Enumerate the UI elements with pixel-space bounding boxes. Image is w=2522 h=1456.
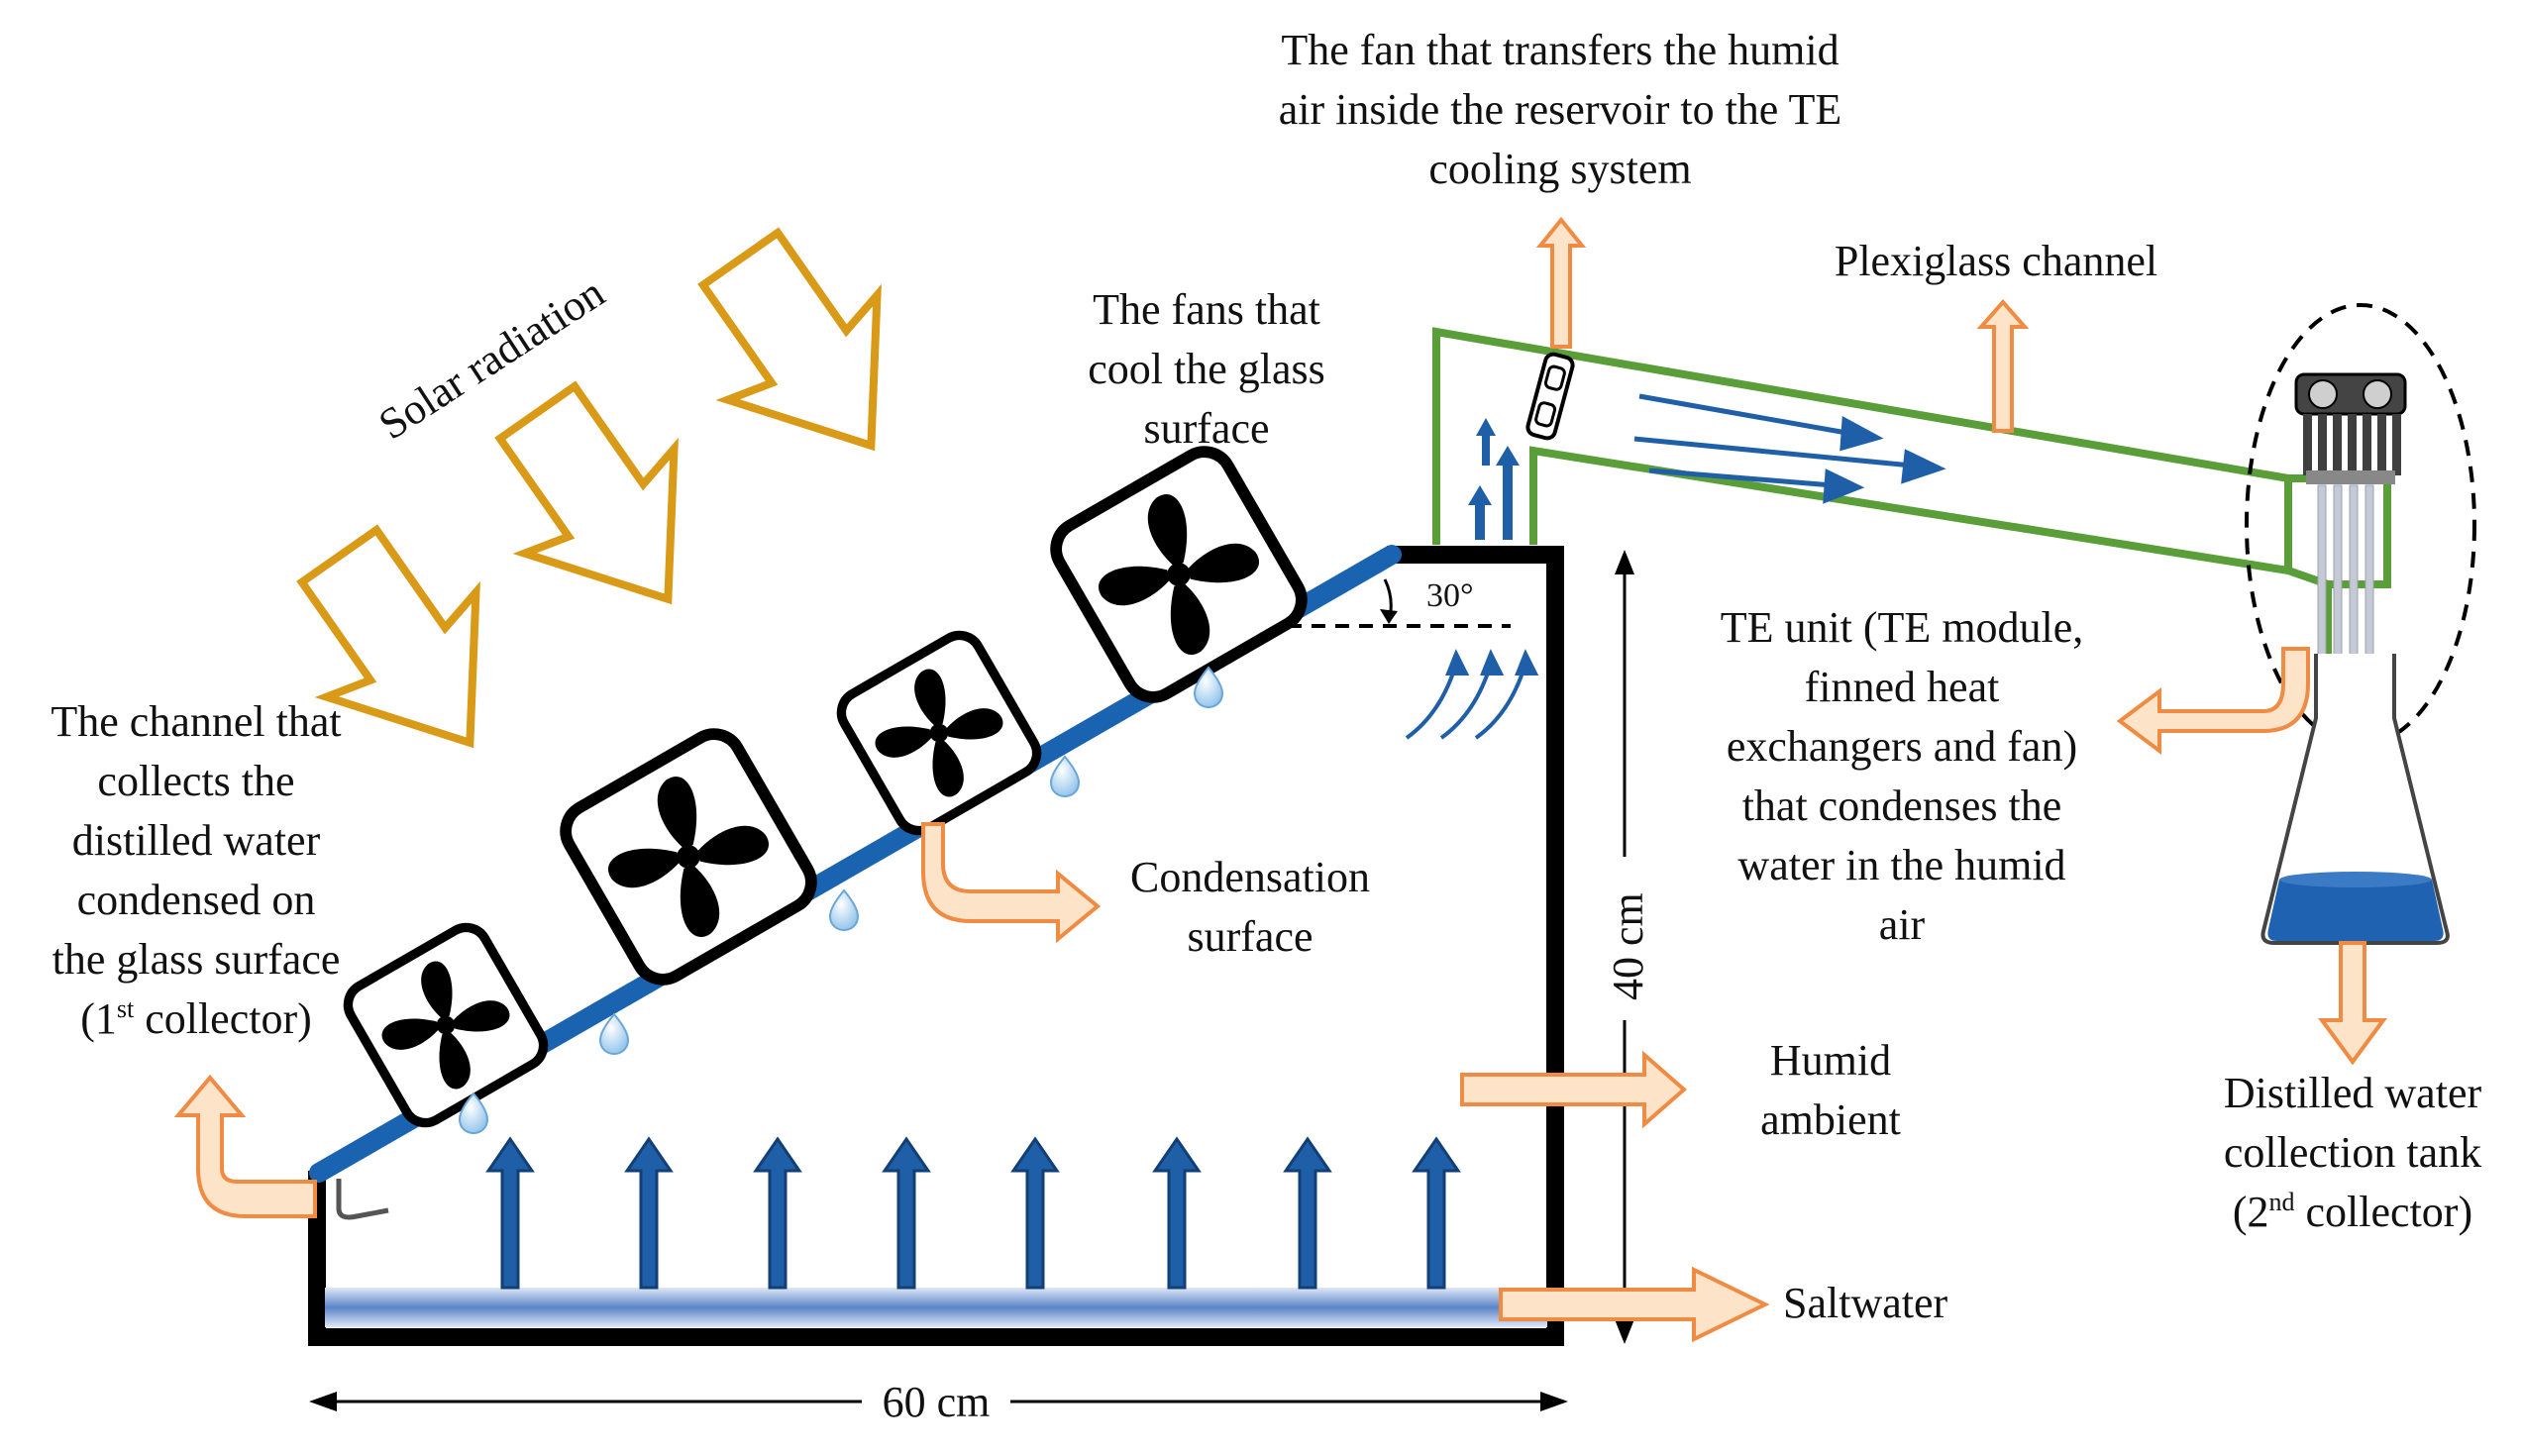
label-distilled-tank: Distilled water collection tank (2nd col… xyxy=(2224,1069,2482,1236)
humid-ambient-label-line-1: Humid xyxy=(1770,1036,1891,1085)
label-fans-cool: The fans that cool the glass surface xyxy=(1088,285,1325,453)
fans-cool-label-line-3: surface xyxy=(1143,404,1269,453)
angle-label: 30° xyxy=(1426,577,1474,614)
tank-label-line-3: (2nd collector) xyxy=(2233,1188,2472,1236)
te-unit xyxy=(2245,303,2476,747)
channel-flow-arrows xyxy=(1633,393,1946,504)
label-channel-collect: The channel that collects the distilled … xyxy=(51,697,341,1043)
fan-transfer-label-line-1: The fan that transfers the humid xyxy=(1281,26,1839,74)
humid-ambient-pointer xyxy=(1460,1050,1688,1129)
label-humid-ambient: Humid ambient xyxy=(1760,1036,1901,1144)
saltwater-label: Saltwater xyxy=(1783,1279,1948,1327)
cooling-fan xyxy=(833,627,1044,838)
te-unit-label-line-2: finned heat xyxy=(1805,663,2000,711)
humid-ambient-label-line-2: ambient xyxy=(1760,1095,1901,1144)
humid-air-flow-icon xyxy=(1405,649,1539,740)
tank-label-line-1: Distilled water xyxy=(2224,1069,2482,1117)
condensation-label-line-2: surface xyxy=(1187,912,1313,961)
angle-indicator: 30° xyxy=(1288,577,1511,628)
label-condensation: Condensation surface xyxy=(1130,853,1370,961)
te-unit-label-line-6: air xyxy=(1879,900,1926,949)
te-unit-label-line-1: TE unit (TE module, xyxy=(1721,603,2084,652)
channel-inlet-arrows xyxy=(1468,418,1520,540)
cooling-fan xyxy=(556,724,821,989)
te-unit-pointer xyxy=(2116,647,2310,755)
cooling-fan xyxy=(340,919,551,1130)
fans-cool-label-line-1: The fans that xyxy=(1093,285,1320,334)
fans-cool-label-line-2: cool the glass xyxy=(1088,345,1325,393)
te-unit-label-line-5: water in the humid xyxy=(1737,841,2065,889)
tank-pointer xyxy=(2318,941,2387,1066)
saltwater-layer xyxy=(325,1288,1547,1327)
condensation-pointer xyxy=(921,822,1102,944)
label-te-unit: TE unit (TE module, finned heat exchange… xyxy=(1721,603,2084,949)
callout-arrows xyxy=(173,216,2387,1343)
saltwater-pointer xyxy=(1499,1266,1770,1343)
fan-transfer-label-line-3: cooling system xyxy=(1428,145,1691,193)
plexiglass-pointer xyxy=(1976,298,2030,433)
channel-label-line-3: distilled water xyxy=(72,816,321,865)
first-collector-pointer xyxy=(173,1074,317,1218)
channel-label-line-1: The channel that xyxy=(51,697,341,746)
vapor-arrows xyxy=(486,1137,1460,1290)
tank-label-line-2: collection tank xyxy=(2224,1128,2481,1177)
condensed-droplets xyxy=(459,667,1223,1134)
cooling-fan xyxy=(1046,442,1312,707)
width-label: 60 cm xyxy=(883,1378,991,1426)
transfer-fan-icon xyxy=(1525,352,1575,441)
fan-transfer-label-line-2: air inside the reservoir to the TE xyxy=(1279,85,1842,134)
channel-label-line-6: (1st collector) xyxy=(80,994,312,1043)
height-dimension: 40 cm xyxy=(1597,550,1652,1344)
te-unit-label-line-4: that condenses the xyxy=(1742,781,2062,830)
channel-label-line-2: collects the xyxy=(97,757,294,805)
reservoir-wall xyxy=(308,546,1564,1346)
plexiglass-label: Plexiglass channel xyxy=(1835,237,2157,285)
collector-channel xyxy=(336,1179,389,1220)
label-fan-transfer: The fan that transfers the humid air ins… xyxy=(1279,26,1842,193)
fan-transfer-pointer xyxy=(1535,216,1587,349)
te-unit-label-line-3: exchangers and fan) xyxy=(1727,722,2077,771)
distilled-water-flask xyxy=(2260,654,2450,945)
height-label: 40 cm xyxy=(1604,892,1652,1000)
condensation-label-line-1: Condensation xyxy=(1130,853,1370,901)
channel-label-line-4: condensed on xyxy=(77,876,316,924)
width-dimension: 60 cm xyxy=(309,1378,1568,1428)
reservoir xyxy=(308,546,1564,1346)
channel-label-line-5: the glass surface xyxy=(53,935,341,984)
